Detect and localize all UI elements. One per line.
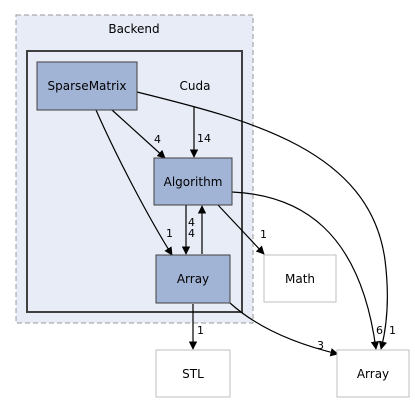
node-cuda[interactable]: Cuda (180, 79, 211, 93)
node-array-outer[interactable]: Array (336, 349, 410, 398)
node-sparse-matrix[interactable]: SparseMatrix (36, 61, 138, 111)
edge-algorithm-to-math (217, 204, 265, 255)
edge-label-array-inner-to-array-outer[interactable]: 3 (317, 339, 324, 352)
edge-label-array-inner-to-algorithm[interactable]: 4 (188, 216, 195, 229)
node-cuda-label: Cuda (180, 79, 211, 93)
node-array-inner[interactable]: Array (155, 254, 231, 304)
edge-label-sparse-to-array-inner[interactable]: 1 (166, 227, 173, 240)
edge-sparse-to-algorithm (111, 109, 166, 159)
edge-label-cuda-to-algorithm[interactable]: 14 (197, 132, 211, 145)
node-math-label: Math (285, 272, 315, 286)
node-stl-label: STL (182, 367, 204, 381)
node-stl[interactable]: STL (155, 349, 231, 398)
edge-label-sparse-to-array-outer[interactable]: 1 (389, 324, 396, 337)
edge-array-inner-to-array-outer (229, 302, 339, 357)
backend-cluster-label: Backend (108, 22, 159, 36)
node-array-inner-label: Array (177, 272, 209, 286)
edge-label-algorithm-to-math[interactable]: 1 (260, 228, 267, 241)
edge-algorithm-to-array-outer (231, 191, 380, 350)
edge-label-sparse-to-algorithm[interactable]: 4 (154, 133, 161, 146)
node-array-outer-label: Array (357, 367, 389, 381)
edge-sparse-to-array-outer (136, 91, 388, 350)
node-math[interactable]: Math (263, 254, 337, 303)
node-sparse-matrix-label: SparseMatrix (48, 79, 127, 93)
edge-sparse-to-array-inner (95, 109, 173, 256)
edge-label-array-inner-to-stl[interactable]: 1 (197, 324, 204, 337)
node-algorithm[interactable]: Algorithm (153, 157, 233, 206)
edge-label-algorithm-to-array-inner[interactable]: 4 (188, 227, 195, 240)
node-algorithm-label: Algorithm (164, 175, 223, 189)
edge-label-algorithm-to-array-outer[interactable]: 6 (376, 324, 383, 337)
